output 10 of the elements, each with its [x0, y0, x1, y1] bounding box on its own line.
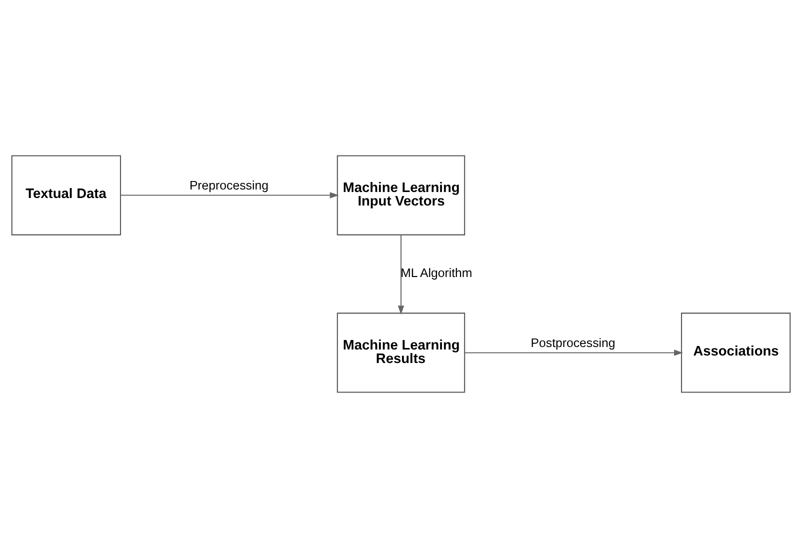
node-box: Associations — [680, 312, 791, 393]
edge-label: Postprocessing — [530, 336, 616, 350]
arrow — [464, 350, 683, 356]
arrow — [120, 192, 339, 198]
node-box: Textual Data — [11, 155, 122, 236]
arrow — [398, 234, 404, 315]
node-box: Machine Learning Results — [336, 312, 466, 393]
edge-label: ML Algorithm — [400, 266, 472, 280]
edge-label: Preprocessing — [189, 178, 268, 192]
node-box: Machine Learning Input Vectors — [336, 155, 466, 236]
